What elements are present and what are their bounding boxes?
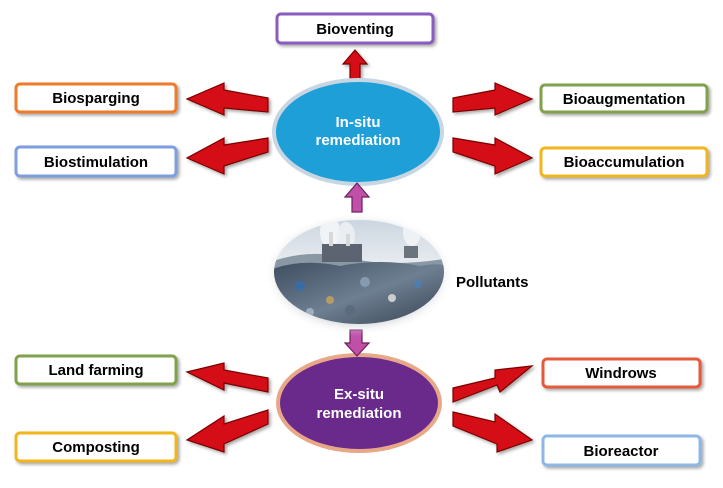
in-situ-node: In-situ remediation — [272, 78, 444, 186]
label-bioreactor: Bioreactor — [583, 443, 658, 460]
label-bioaugmentation: Bioaugmentation — [563, 91, 686, 108]
arrow-to-bioreactor — [452, 411, 534, 453]
box-composting: Composting — [14, 431, 178, 463]
in-situ-line2: remediation — [315, 132, 400, 149]
arrow-to-bioaccumulation — [452, 136, 534, 175]
arrow-to-biosparging — [185, 82, 269, 116]
pollutants-image — [267, 216, 451, 332]
arrow-to-composting — [185, 409, 269, 453]
arrow-to-windrows — [452, 365, 534, 403]
label-land-farming: Land farming — [48, 362, 143, 379]
in-situ-line1: In-situ — [336, 114, 381, 131]
label-composting: Composting — [52, 439, 140, 456]
box-biosparging: Biosparging — [14, 82, 178, 114]
arrow-to-biostimulation — [185, 136, 269, 175]
box-biostimulation: Biostimulation — [14, 145, 178, 178]
label-biostimulation: Biostimulation — [44, 154, 148, 171]
box-windrows: Windrows — [541, 357, 702, 389]
arrow-pollutants-to-in-situ — [343, 182, 371, 213]
box-land-farming: Land farming — [14, 354, 178, 386]
ex-situ-line1: Ex-situ — [334, 386, 384, 403]
arrow-to-bioventing — [341, 49, 369, 81]
ex-situ-line2: remediation — [316, 405, 401, 422]
arrow-to-bioaugmentation — [452, 82, 534, 116]
box-bioventing: Bioventing — [275, 12, 435, 45]
box-bioaccumulation: Bioaccumulation — [539, 146, 709, 178]
arrow-pollutants-to-ex-situ — [343, 329, 371, 357]
label-bioaccumulation: Bioaccumulation — [564, 154, 685, 171]
pollutants-label: Pollutants — [456, 274, 529, 291]
label-windrows: Windrows — [585, 365, 657, 382]
ex-situ-node: Ex-situ remediation — [276, 353, 442, 453]
label-bioventing: Bioventing — [316, 21, 394, 38]
box-bioaugmentation: Bioaugmentation — [539, 83, 709, 114]
label-biosparging: Biosparging — [52, 90, 140, 107]
arrow-to-land-farming — [185, 362, 269, 393]
box-bioreactor: Bioreactor — [541, 434, 702, 467]
